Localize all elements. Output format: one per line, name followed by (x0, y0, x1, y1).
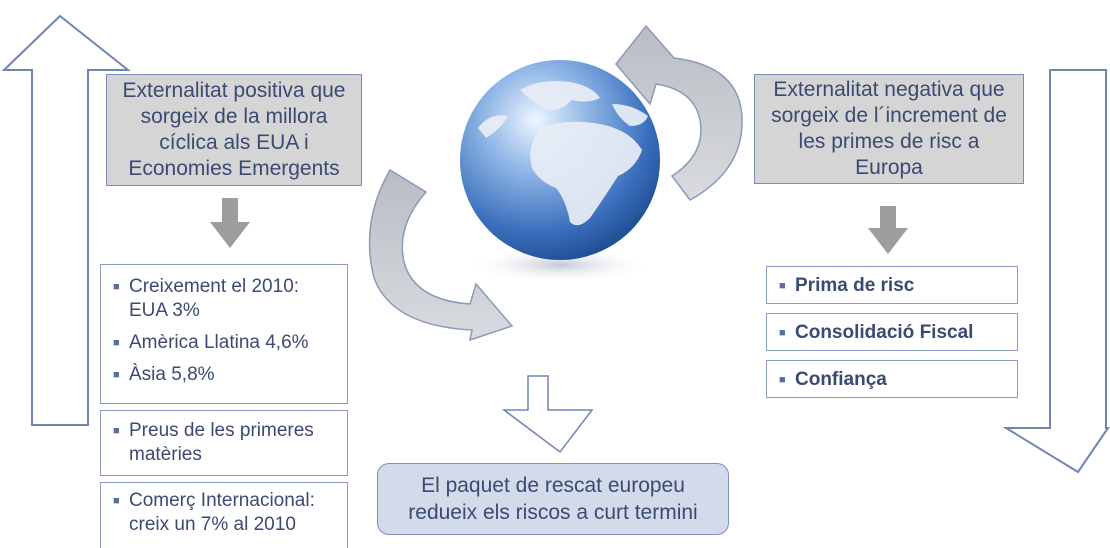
materials-box: ■ Preus de les primeres matèries (100, 410, 348, 476)
negative-externality-line: Externalitat negativa que (773, 78, 1005, 101)
confidence-label: Confiança (795, 369, 887, 390)
risk-premium-label: Prima de risc (795, 275, 915, 296)
negative-externality-line: sorgeix de l´increment de (771, 104, 1007, 127)
bullet-icon: ■ (113, 425, 120, 437)
gray-down-arrow-icon (868, 206, 908, 254)
negative-externality-line: Europa (855, 156, 923, 179)
gray-down-arrow-icon (210, 198, 250, 248)
bullet-icon: ■ (779, 280, 786, 292)
bullet-icon: ■ (113, 369, 120, 381)
positive-externality-line: sorgeix de la millora (140, 105, 328, 128)
list-item: ■ Creixement el 2010: EUA 3% (113, 275, 337, 323)
trade-line: Comerç Internacional: (129, 490, 315, 511)
globe-continents (478, 81, 648, 226)
bullet-icon: ■ (779, 374, 786, 386)
confidence-box: ■ Confiança (766, 360, 1018, 398)
positive-externality-line: cíclica als EUA i (159, 131, 309, 154)
growth-latam: Amèrica Llatina 4,6% (129, 332, 309, 353)
fiscal-consolidation-box: ■ Consolidació Fiscal (766, 313, 1018, 351)
materials-line: matèries (129, 444, 202, 465)
list-item: ■ Àsia 5,8% (113, 363, 337, 387)
negative-externality-line: les primes de risc a (798, 130, 980, 153)
list-item: ■ Preus de les primeres matèries (113, 419, 337, 467)
list-item: ■ Amèrica Llatina 4,6% (113, 331, 337, 355)
rescue-line: redueix els riscos a curt termini (408, 501, 698, 524)
curved-arrow-icon (368, 168, 514, 342)
bullet-icon: ■ (113, 281, 120, 293)
list-item: ■ Consolidació Fiscal (779, 321, 1007, 345)
list-item: ■ Comerç Internacional: creix un 7% al 2… (113, 489, 337, 537)
negative-externality-box: Externalitat negativa que sorgeix de l´i… (754, 74, 1024, 184)
materials-line: Preus de les primeres (129, 420, 314, 441)
risk-premium-box: ■ Prima de risc (766, 266, 1018, 304)
positive-externality-line: Economies Emergents (128, 157, 340, 180)
list-item: ■ Prima de risc (779, 274, 1007, 298)
fiscal-consolidation-label: Consolidació Fiscal (795, 322, 974, 343)
rescue-line: El paquet de rescat europeu (421, 474, 685, 497)
bullet-icon: ■ (779, 327, 786, 339)
growth-label: Creixement el 2010: (129, 276, 300, 297)
trade-line: creix un 7% al 2010 (129, 514, 296, 535)
curved-arrow-icon (615, 24, 743, 201)
bullet-icon: ■ (113, 337, 120, 349)
list-item: ■ Confiança (779, 368, 1007, 392)
positive-externality-line: Externalitat positiva que (122, 79, 346, 102)
growth-box: ■ Creixement el 2010: EUA 3% ■ Amèrica L… (100, 264, 348, 404)
growth-asia: Àsia 5,8% (129, 364, 215, 385)
trade-box: ■ Comerç Internacional: creix un 7% al 2… (100, 482, 348, 548)
positive-externality-box: Externalitat positiva que sorgeix de la … (106, 74, 362, 186)
rescue-package-box: El paquet de rescat europeu redueix els … (377, 463, 729, 535)
bullet-icon: ■ (113, 495, 120, 507)
big-up-arrow-icon (1, 14, 131, 426)
hollow-down-arrow-icon (501, 375, 594, 454)
growth-usa: EUA 3% (129, 300, 200, 321)
big-down-arrow-icon (1002, 69, 1110, 474)
